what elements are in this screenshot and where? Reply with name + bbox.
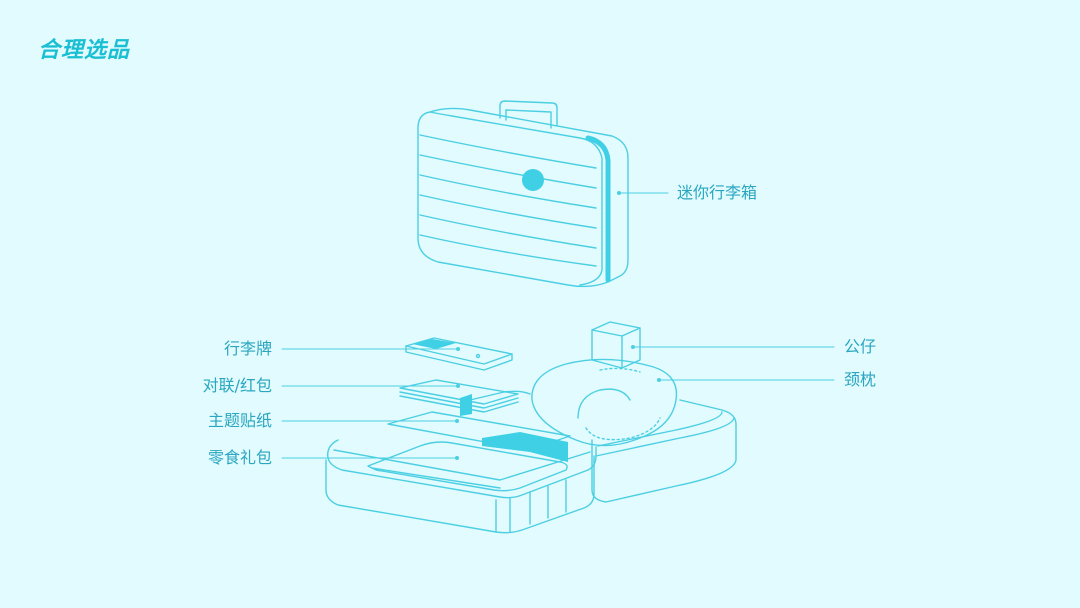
label-doll: 公仔 — [844, 337, 877, 356]
open-box — [325, 390, 737, 534]
doll — [591, 321, 641, 369]
suitcase-badge-icon — [522, 169, 544, 191]
couplets-red-envelope — [399, 379, 519, 416]
label-neck-pillow: 颈枕 — [844, 370, 877, 389]
page-title: 合理选品 — [38, 38, 131, 63]
mini-suitcase — [417, 100, 629, 288]
label-theme-sticker: 主题贴纸 — [207, 411, 272, 430]
snack-gift-pack — [367, 441, 568, 492]
theme-sticker — [387, 411, 571, 462]
luggage-tag — [405, 337, 513, 371]
label-couplets-red-envelope: 对联/红包 — [202, 376, 272, 395]
neck-pillow — [531, 358, 678, 447]
label-mini-suitcase: 迷你行李箱 — [677, 183, 758, 202]
label-luggage-tag: 行李牌 — [223, 339, 272, 358]
label-snack-gift-pack: 零食礼包 — [207, 448, 272, 467]
